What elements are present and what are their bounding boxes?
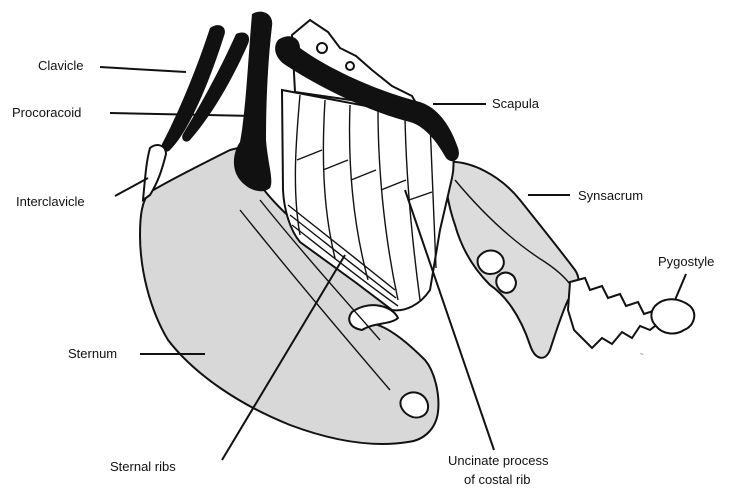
- caudal-vertebrae: [568, 278, 660, 348]
- label-clavicle: Clavicle: [38, 58, 84, 73]
- label-sternal-ribs: Sternal ribs: [110, 459, 176, 474]
- label-procoracoid: Procoracoid: [12, 105, 81, 120]
- label-pygostyle: Pygostyle: [658, 254, 714, 269]
- synsacrum: [445, 162, 578, 358]
- artist-signature: ~: [640, 352, 644, 358]
- acetabulum: [478, 251, 504, 275]
- label-interclavicle: Interclavicle: [16, 194, 85, 209]
- label-sternum: Sternum: [68, 346, 117, 361]
- vertebra-foramen-2: [346, 62, 354, 70]
- label-uncinate-line2: of costal rib: [464, 472, 530, 487]
- clavicle-leader: [100, 67, 186, 72]
- obturator-foramen: [496, 273, 516, 293]
- pygostyle: [651, 299, 694, 333]
- pygostyle-leader: [675, 274, 686, 300]
- tail-vertebrae: ~: [568, 278, 694, 358]
- label-synsacrum: Synsacrum: [578, 188, 643, 203]
- label-uncinate-line1: Uncinate process: [448, 453, 549, 468]
- label-scapula: Scapula: [492, 96, 540, 111]
- vertebra-foramen-1: [317, 43, 327, 53]
